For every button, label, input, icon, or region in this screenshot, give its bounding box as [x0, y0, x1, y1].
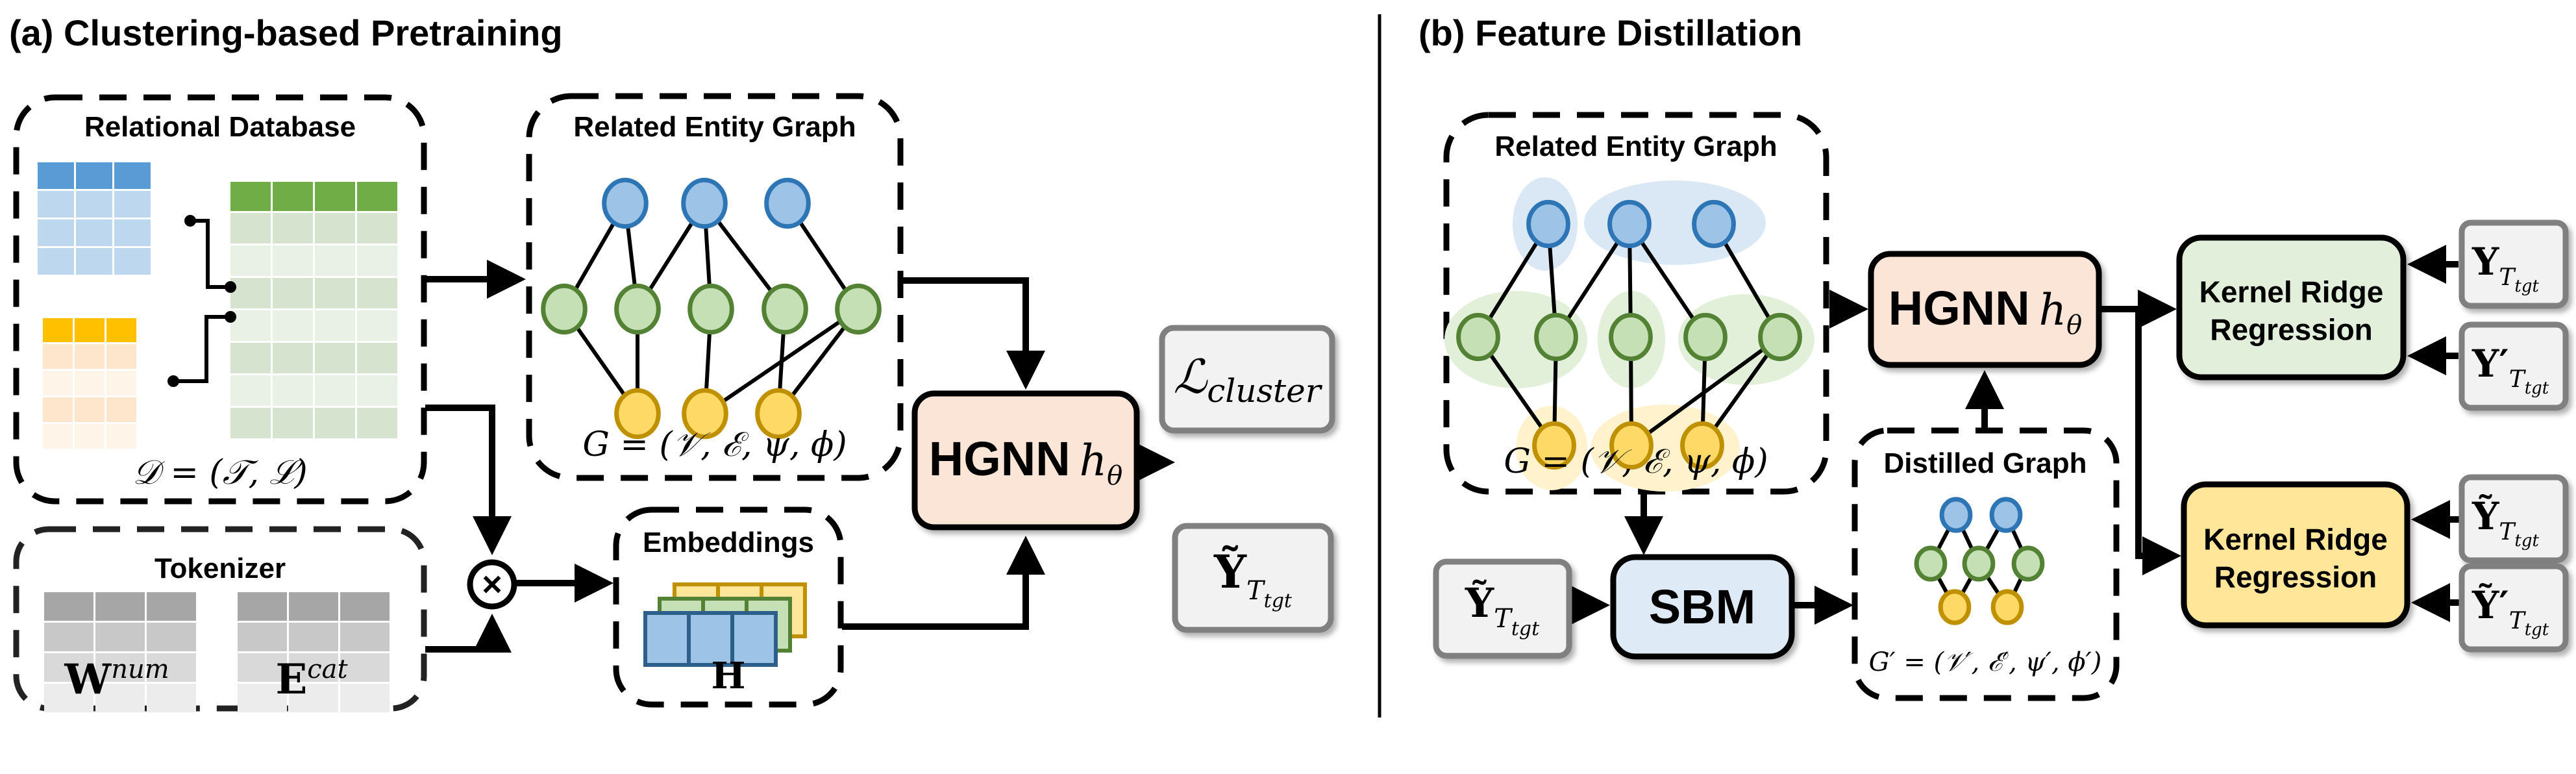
relational-database-label: Relational Database [84, 111, 356, 143]
krr-target-input: Y′Ttgt [2458, 321, 2569, 411]
categorical-embedding: Ecat [275, 655, 348, 704]
krr-label-line2: Regression [2210, 313, 2373, 347]
krr-target-input: YTtgt [2458, 219, 2569, 309]
svg-text:×: × [482, 565, 502, 604]
entity-table-orange [43, 318, 136, 449]
embeddings-label: Embeddings [643, 527, 814, 558]
green-entity-node [1914, 545, 1948, 582]
krr-target-input: Ỹ′Ttgt [2458, 563, 2569, 653]
related-entity-graph-label-a: Related Entity Graph [573, 111, 856, 143]
embedding-matrix-symbol: H [712, 655, 746, 697]
distilled-graph-formula: G′ = (𝒱′, ℰ′, ψ′, ϕ′) [1869, 647, 2102, 677]
related-entity-graph-box-b: Related Entity Graph G = (𝒱, ℰ, ψ, ϕ) [1443, 112, 1829, 495]
svg-text:ℒcluster: ℒcluster [1173, 349, 1322, 410]
yellow-entity-node [755, 388, 802, 440]
green-entity-node [614, 283, 661, 335]
pseudo-label-box-a: ỸTtgt [1172, 523, 1334, 633]
krr-label-line2: Regression [2214, 560, 2377, 594]
svg-text:YTtgt: YTtgt [2471, 240, 2540, 296]
numeric-tokenizer-weight: Wnum [64, 655, 169, 704]
green-entity-node [541, 283, 588, 335]
green-entity-node [762, 283, 808, 335]
graph-formula-a: G = (𝒱, ℰ, ψ, ϕ) [582, 425, 847, 464]
krr-label-line1: Kernel Ridge [2199, 275, 2384, 309]
green-entity-node [1609, 312, 1653, 362]
green-entity-node [1534, 312, 1578, 362]
green-entity-node [687, 283, 734, 335]
green-entity-node [1758, 312, 1802, 362]
blue-entity-node [1526, 199, 1570, 249]
numeric-token-table [44, 592, 196, 712]
blue-entity-node [1692, 199, 1736, 249]
relational-database-box: Relational Database 𝒟 = (𝒯, ℒ) [13, 94, 427, 505]
embeddings-box: Embeddings H [613, 506, 844, 708]
distilled-graph-label: Distilled Graph [1884, 447, 2087, 479]
pseudo-label-input-box: ỸTtgt [1433, 558, 1572, 659]
krr-label-line1: Kernel Ridge [2203, 523, 2388, 556]
hgnn-label-a: HGNN [929, 432, 1071, 486]
svg-text:ỸTtgt: ỸTtgt [2471, 494, 2540, 551]
svg-text:Y′Ttgt: Y′Ttgt [2471, 342, 2549, 398]
embedding-layer-blue [643, 611, 778, 667]
blue-entity-node [602, 177, 649, 229]
svg-text:ỸTtgt: ỸTtgt [1213, 545, 1293, 612]
blue-entity-node [681, 177, 728, 229]
related-entity-graph-label-b: Related Entity Graph [1494, 131, 1777, 162]
related-entity-graph-box-a: Related Entity Graph G = (𝒱, ℰ, ψ, ϕ) [526, 93, 904, 481]
hgnn-label-b: HGNN [1889, 281, 2030, 335]
yellow-entity-node [1680, 421, 1724, 470]
green-entity-node [1683, 312, 1728, 362]
tokenizer-box: Tokenizer Wnum Ecat [13, 526, 427, 712]
blue-entity-node [1989, 497, 2023, 533]
sbm-label: SBM [1649, 580, 1755, 634]
blue-entity-node [764, 177, 811, 229]
multiply-operator: × [467, 559, 517, 610]
entity-table-green [230, 182, 397, 438]
distilled-graph-box: Distilled Graph G′ = (𝒱′, ℰ′, ψ′, ϕ′) [1852, 427, 2120, 701]
cluster-loss-box: ℒcluster [1159, 325, 1335, 434]
krr-target-input: ỸTtgt [2458, 474, 2569, 564]
svg-text:Ỹ′Ttgt: Ỹ′Ttgt [2471, 583, 2549, 640]
blue-entity-node [1939, 497, 1973, 533]
green-entity-node [1456, 312, 1500, 362]
flow-arrows-a [425, 260, 1175, 653]
panel-a-title: (a) Clustering-based Pretraining [9, 12, 563, 53]
green-entity-node [835, 283, 882, 335]
yellow-entity-node [682, 388, 728, 440]
entity-table-blue [38, 162, 151, 275]
yellow-entity-node [1609, 421, 1653, 470]
green-entity-node [2011, 545, 2045, 582]
sbm-block: SBM [1610, 554, 1795, 660]
svg-text:ỸTtgt: ỸTtgt [1465, 579, 1540, 640]
database-formula: 𝒟 = (𝒯, ℒ) [132, 453, 307, 492]
graph-edge [1630, 335, 1781, 447]
tokenizer-label: Tokenizer [155, 553, 286, 584]
flow-arrows-b [1570, 245, 2460, 625]
green-entity-node [1962, 545, 1996, 582]
graph-edge [704, 307, 860, 416]
yellow-entity-node [1532, 421, 1576, 470]
blue-entity-node [1607, 199, 1652, 249]
yellow-entity-node [614, 388, 661, 440]
yellow-entity-node [1938, 589, 1972, 625]
graph-formula-b: G = (𝒱, ℰ, ψ, ϕ) [1504, 442, 1768, 481]
panel-b-title: (b) Feature Distillation [1418, 12, 1802, 53]
categorical-token-table [238, 592, 390, 712]
foreign-key-connector [167, 215, 236, 387]
yellow-entity-node [1990, 589, 2024, 625]
